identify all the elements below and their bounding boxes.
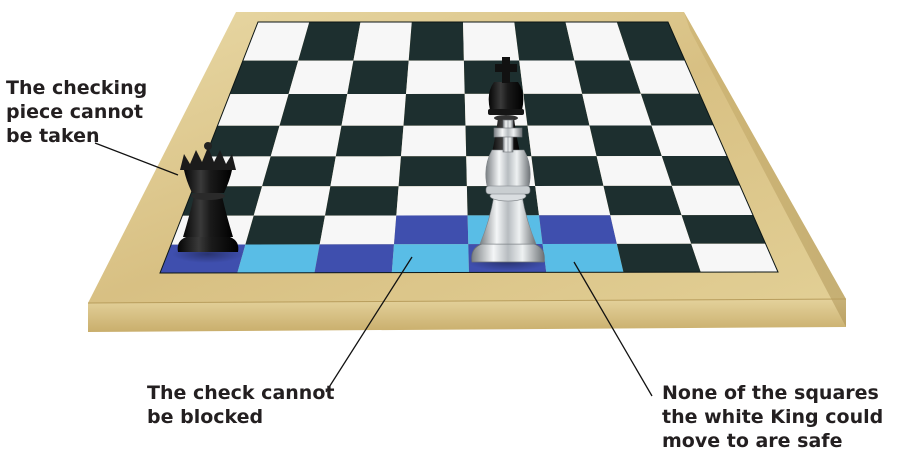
board-frame-front [88, 299, 846, 332]
board-square [330, 156, 401, 187]
board-square [596, 156, 672, 186]
board-square [531, 156, 604, 186]
board-square [640, 93, 714, 126]
board-square [527, 125, 597, 157]
board-square [574, 60, 641, 94]
board-square [589, 125, 662, 157]
board-square [582, 93, 652, 126]
black-queen-piece [172, 142, 244, 263]
board-square [242, 22, 310, 61]
board-square [610, 215, 692, 244]
leader-line-check-blocked [325, 256, 413, 393]
board-square [245, 215, 325, 245]
board-square [335, 125, 404, 157]
callout-line: piece cannot [6, 101, 144, 123]
piece-layer [172, 57, 548, 271]
board-frame-side [684, 12, 846, 327]
board-square [629, 60, 700, 94]
board-square [262, 156, 336, 187]
board-square [681, 215, 766, 244]
board-square [523, 93, 590, 126]
board-square [325, 186, 399, 216]
board-square [401, 125, 467, 157]
board-square [298, 22, 361, 61]
board-square [463, 22, 520, 61]
board-square [341, 94, 406, 126]
callout-line: the white King could [662, 406, 884, 428]
board-square [691, 243, 778, 273]
white-king-piece [468, 119, 548, 271]
board-square [237, 244, 320, 273]
board-square [229, 60, 299, 95]
board-square [319, 215, 397, 245]
callout-checking-piece-cannot-be-taken: The checking piece cannot be taken [6, 76, 147, 148]
board-square [519, 60, 583, 94]
board-square [314, 244, 394, 273]
board-square [347, 60, 409, 94]
board-square [535, 185, 611, 216]
board-square [270, 125, 342, 157]
board-square [353, 22, 412, 61]
board-square [542, 243, 624, 273]
board-square [408, 22, 464, 61]
board-square [539, 215, 617, 244]
board-square [279, 94, 348, 126]
board-square [403, 93, 466, 126]
callout-line: be blocked [147, 406, 264, 428]
callout-line: The check cannot [147, 382, 335, 404]
board-square [671, 185, 753, 216]
board-square [616, 243, 701, 273]
callout-line: be taken [6, 125, 100, 147]
board-square [217, 94, 289, 126]
callout-king-squares-not-safe: None of the squares the white King could… [662, 381, 883, 453]
board-square [406, 60, 465, 94]
callout-check-cannot-be-blocked: The check cannot be blocked [147, 381, 334, 429]
board-square [391, 244, 469, 273]
leader-line-checking-piece [94, 142, 179, 176]
board-square [514, 22, 575, 61]
board-square [603, 185, 682, 216]
board-square [398, 156, 467, 187]
board-square [288, 60, 354, 94]
board-square [396, 186, 468, 216]
board-square [205, 125, 280, 157]
board-square [661, 156, 741, 186]
callout-line: The checking [6, 77, 148, 99]
leader-line-king-squares [573, 261, 653, 397]
board-square [651, 125, 727, 156]
callout-line: None of the squares [662, 382, 879, 404]
board-square [394, 215, 469, 245]
callout-line: move to are safe [662, 430, 843, 452]
board-square [565, 22, 630, 61]
board-square [616, 22, 685, 61]
board-square [253, 186, 331, 216]
